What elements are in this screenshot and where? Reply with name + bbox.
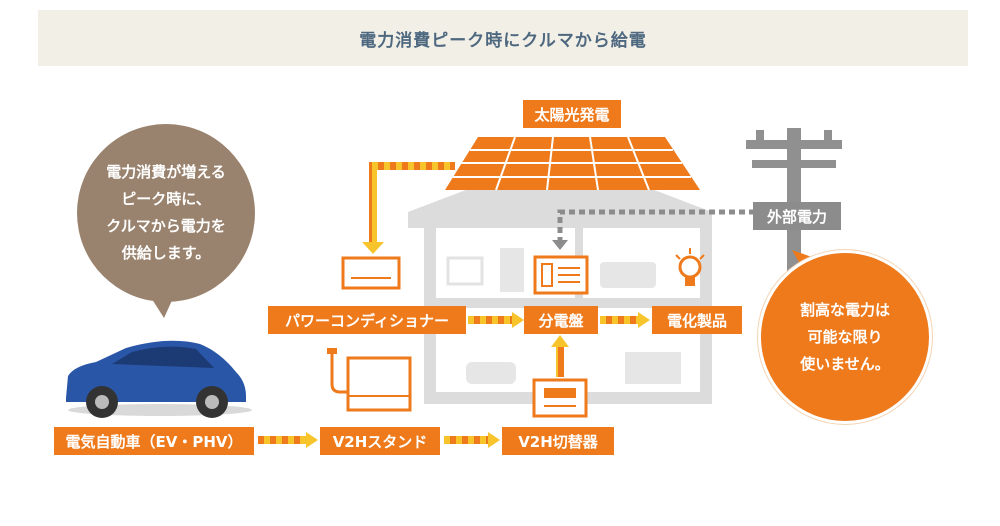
distribution-board-icon xyxy=(533,255,589,295)
light-bulb-icon xyxy=(675,248,705,286)
solar-panel-icon xyxy=(445,136,700,191)
bubble-text-expensive: 割高な電力は 可能な限り 使いません。 xyxy=(799,300,890,373)
label-v2h-switch: V2H切替器 xyxy=(502,427,614,455)
bubble-text-peak: 電力消費が増える ピーク時に、 クルマから電力を 供給します。 xyxy=(106,163,226,262)
house-icon xyxy=(408,154,712,404)
label-solar: 太陽光発電 xyxy=(523,100,621,128)
label-distribution-board: 分電盤 xyxy=(524,306,598,334)
header-banner: 電力消費ピーク時にクルマから給電 xyxy=(38,10,968,66)
v2h-stand-icon xyxy=(327,348,412,412)
label-ev: 電気自動車（EV・PHV） xyxy=(54,427,254,455)
grid-power-line xyxy=(552,209,755,250)
label-appliances: 電化製品 xyxy=(652,306,742,334)
label-grid: 外部電力 xyxy=(753,202,841,230)
label-v2h-stand: V2Hスタンド xyxy=(320,427,440,455)
v2h-switch-icon xyxy=(532,378,588,418)
ev-car-icon xyxy=(66,340,252,418)
speech-bubble-expensive: 割高な電力は 可能な限り 使いません。 xyxy=(758,250,932,424)
speech-bubble-peak: 電力消費が増える ピーク時に、 クルマから電力を 供給します。 xyxy=(77,124,255,302)
page-title: 電力消費ピーク時にクルマから給電 xyxy=(359,30,647,51)
power-flow-arrows xyxy=(258,162,650,448)
inverter-icon xyxy=(341,256,401,290)
label-power-conditioner: パワーコンディショナー xyxy=(268,306,466,334)
